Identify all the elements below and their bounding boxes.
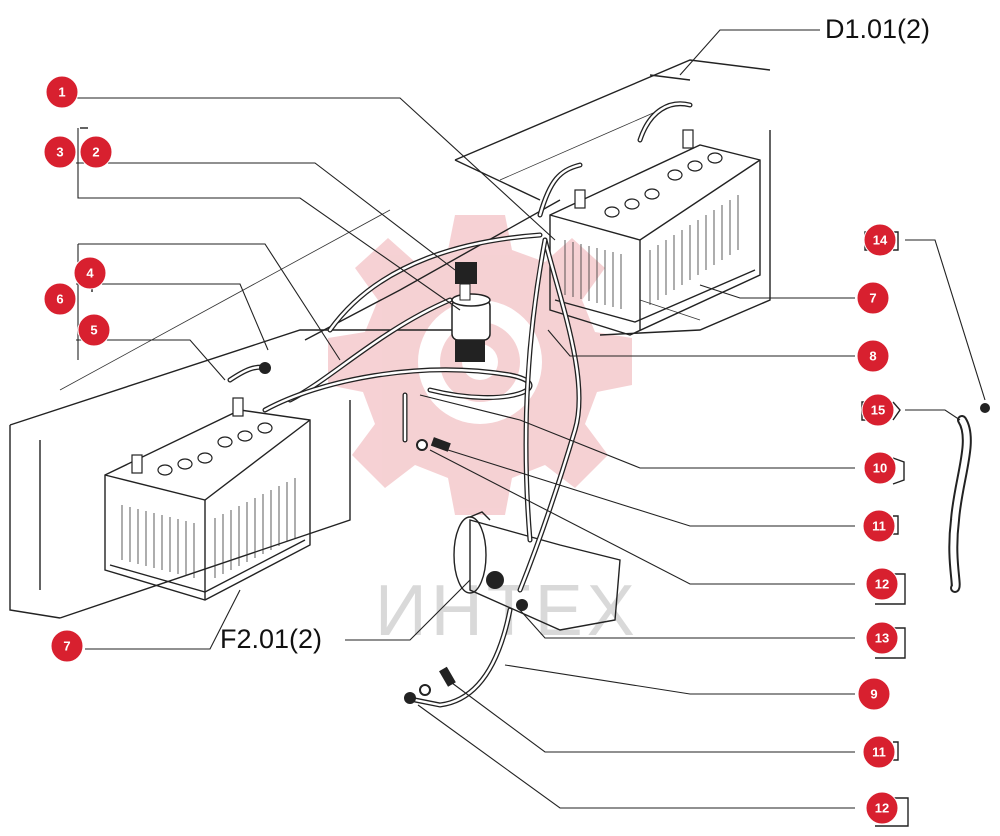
svg-text:10: 10 — [873, 461, 887, 476]
battery-right — [549, 129, 761, 336]
callout-11-upper: 11 — [862, 509, 896, 543]
svg-text:4: 4 — [86, 266, 94, 281]
callout-13: 13 — [865, 621, 899, 655]
callout-11-lower: 11 — [862, 735, 896, 769]
svg-text:15: 15 — [871, 403, 885, 418]
svg-text:1: 1 — [58, 85, 65, 100]
reference-label-bottom: F2.01(2) — [220, 624, 322, 654]
starter-motor — [453, 511, 621, 631]
svg-text:6: 6 — [56, 292, 63, 307]
svg-text:8: 8 — [869, 349, 876, 364]
ground-strap — [948, 415, 972, 593]
svg-text:13: 13 — [875, 631, 889, 646]
svg-text:5: 5 — [90, 323, 97, 338]
svg-text:7: 7 — [869, 291, 876, 306]
callout-8: 8 — [856, 339, 890, 373]
svg-text:9: 9 — [870, 687, 877, 702]
callout-2: 2 — [79, 135, 113, 169]
svg-text:3: 3 — [56, 145, 63, 160]
callout-12-lower: 12 — [865, 791, 899, 825]
battery-switch — [451, 262, 491, 362]
callout-5: 5 — [77, 313, 111, 347]
watermark-gear — [328, 215, 632, 515]
svg-text:2: 2 — [92, 145, 99, 160]
svg-text:12: 12 — [875, 577, 889, 592]
callout-4: 4 — [73, 256, 107, 290]
callout-7-right: 7 — [856, 281, 890, 315]
svg-text:12: 12 — [875, 801, 889, 816]
watermark-text: ИНТЕХ — [375, 571, 639, 651]
hardware — [259, 362, 990, 704]
svg-text:11: 11 — [872, 745, 886, 760]
reference-label-top: D1.01(2) — [825, 14, 930, 44]
svg-text:11: 11 — [872, 519, 886, 534]
callout-3: 3 — [43, 135, 77, 169]
callout-15: 15 — [861, 393, 895, 427]
callout-9: 9 — [857, 677, 891, 711]
callout-12-upper: 12 — [865, 567, 899, 601]
battery-left — [104, 397, 311, 601]
svg-text:14: 14 — [873, 233, 888, 248]
callout-6: 6 — [43, 282, 77, 316]
leader-lines — [76, 29, 986, 809]
callout-10: 10 — [863, 451, 897, 485]
callout-14: 14 — [863, 223, 897, 257]
callout-7-left: 7 — [50, 629, 84, 663]
svg-text:7: 7 — [63, 639, 70, 654]
callout-1: 1 — [45, 75, 79, 109]
